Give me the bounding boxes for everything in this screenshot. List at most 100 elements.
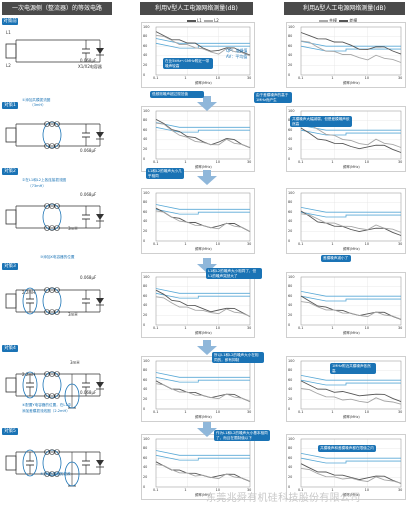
- y-tick-label: 0: [288, 484, 291, 489]
- plug-icon: [5, 127, 17, 143]
- y-tick-label: 60: [143, 455, 148, 460]
- x-axis-label: 频率(MHz): [343, 81, 360, 85]
- diode-icon: [96, 214, 104, 220]
- y-tick-label: 0: [143, 72, 146, 77]
- x-cap-highlight-icon: [22, 449, 38, 477]
- y-tick-label: 60: [288, 209, 293, 214]
- series-line-1: [300, 301, 402, 320]
- callout-v5: 作为L1和L2的噪声大小基本相同了，而且在限制值以下: [214, 430, 270, 442]
- series-line-0: [155, 380, 251, 403]
- y-tick-label: 60: [288, 377, 293, 382]
- series-line-1: [155, 296, 251, 317]
- y-tick-label: 80: [143, 284, 148, 289]
- callout-d1: 共模噪声大幅减弱，但是差模噪声依然高: [290, 116, 352, 128]
- limit-qp-line: [155, 450, 250, 456]
- y-tick-label: 60: [143, 293, 148, 298]
- x-tick-label: 0.1: [298, 160, 304, 164]
- common-mode-choke-icon: [42, 203, 62, 231]
- series-line-1: [300, 213, 402, 233]
- x-tick-label: 1: [184, 242, 187, 246]
- x-axis-label: 频率(MHz): [343, 247, 360, 251]
- x-axis-label: 频率(MHz): [195, 247, 212, 251]
- limit-qp-line: [300, 453, 401, 459]
- x-tick-label: 1: [184, 76, 187, 80]
- inductor-coil-l2: [54, 143, 60, 149]
- series-line-0: [300, 380, 402, 403]
- series-line-0: [155, 31, 251, 56]
- x-tick-label: 0.1: [298, 76, 304, 80]
- plot-frame: [300, 438, 402, 488]
- watermark: 东莞兆舜有机硅科技股份有限公司: [206, 493, 361, 504]
- x-tick-label: 30: [398, 488, 403, 492]
- y-tick-label: 100: [288, 358, 295, 363]
- x-tick-label: 1: [331, 488, 334, 492]
- x-tick-label: 1: [331, 160, 334, 164]
- qp-label: QP：准峰值: [226, 48, 248, 53]
- y-tick-label: 0: [288, 156, 291, 161]
- arrow-stem-5: [203, 422, 211, 428]
- x-tick-label: 1: [331, 76, 334, 80]
- y-tick-label: 0: [143, 322, 146, 327]
- annotation-s3: ③添加X电容器的位置: [40, 255, 75, 259]
- common-mode-choke-icon: [42, 449, 62, 477]
- x-tick-label: 10: [364, 160, 369, 164]
- y-tick-label: 60: [143, 377, 148, 382]
- y-tick-label: 100: [143, 190, 150, 195]
- x-tick-label: 10: [215, 488, 220, 492]
- plot-frame: [300, 110, 402, 160]
- x-tick-label: 1: [184, 410, 187, 414]
- circuit-label-l2: L2: [6, 63, 11, 68]
- stage-label-before: 对策前: [2, 18, 18, 25]
- legend-delta: 共模 差模: [318, 18, 357, 24]
- y-tick-label: 40: [143, 387, 148, 392]
- circuit-diagram-s1: [5, 121, 104, 149]
- chart-svg-v_s2: [155, 192, 251, 242]
- y-tick-label: 80: [143, 200, 148, 205]
- legend-diff: 差模: [349, 18, 358, 23]
- x-tick-label: 0.1: [153, 160, 159, 164]
- x-tick-label: 1: [331, 242, 334, 246]
- y-tick-label: 20: [143, 228, 148, 233]
- x-tick-label: 1: [331, 326, 334, 330]
- chart-svg-v_s5: [155, 438, 251, 488]
- chart-svg-v_s4: [155, 360, 251, 410]
- y-tick-label: 0: [288, 322, 291, 327]
- inductor-value-label-s3: 3mH: [68, 312, 78, 317]
- limit-qp-line: [155, 288, 250, 294]
- x-tick-label: 30: [247, 76, 252, 80]
- x-tick-label: 30: [398, 76, 403, 80]
- annotation-s4: ④配置Y电容器的位置，在L1中: [22, 403, 72, 407]
- circuit-diagram-s4: [5, 371, 104, 409]
- inductor-coil-l2: [54, 393, 60, 399]
- y-tick-label: 100: [143, 436, 150, 441]
- plug-icon: [5, 377, 17, 393]
- annotation-s1-sub: （3mH）: [30, 103, 46, 107]
- x-axis-label: 频率(MHz): [195, 493, 212, 497]
- x-axis-label: 频率(MHz): [195, 415, 212, 419]
- y-tick-label: 100: [288, 436, 295, 441]
- series-line-1: [300, 122, 402, 148]
- x-tick-label: 10: [364, 410, 369, 414]
- x-tick-label: 30: [398, 326, 403, 330]
- legend-common: 共模: [329, 18, 337, 23]
- x-tick-label: 0.1: [298, 326, 304, 330]
- limit-qp-line: [300, 41, 401, 47]
- y-tick-label: 100: [288, 108, 295, 113]
- chart-svg-v_s1: [155, 110, 251, 160]
- x-cap-highlight-icon: [22, 287, 38, 315]
- plot-frame: [155, 438, 251, 488]
- y-tick-label: 40: [143, 53, 148, 58]
- y-cap-highlight-icon: [64, 461, 80, 487]
- series-line-1: [300, 388, 402, 405]
- plot-frame: [155, 192, 251, 242]
- y-tick-label: 40: [143, 303, 148, 308]
- cap-value-label-s4: 0.068μF: [80, 390, 97, 395]
- y-tick-label: 100: [143, 274, 150, 279]
- header-circuit: 一次电源侧（整流器）的等效电路: [2, 2, 112, 15]
- arrow-stem-4: [203, 340, 211, 346]
- callout-d4: 1MHz附近共模噪声依然高: [330, 363, 376, 375]
- series-line-0: [300, 463, 402, 484]
- series-line-1: [155, 122, 251, 148]
